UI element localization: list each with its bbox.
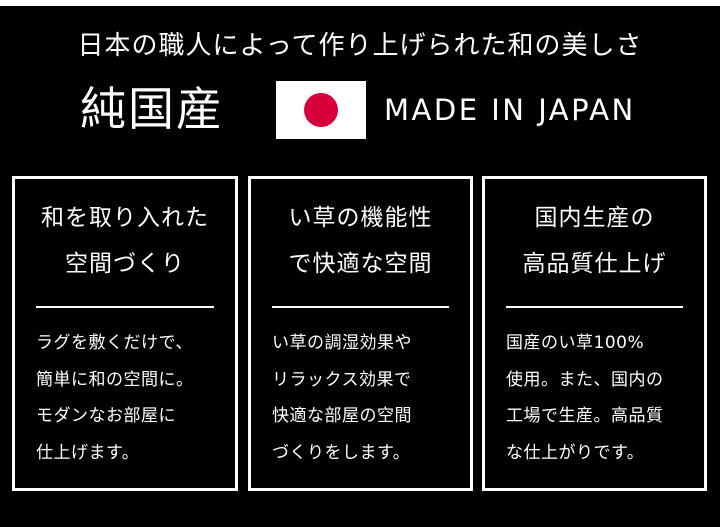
feature-title-line: 和を取り入れた xyxy=(41,205,209,231)
feature-body-line: ラグを敷くだけで、 xyxy=(36,333,193,353)
feature-card-wa-space: 和を取り入れた 空間づくり ラグを敷くだけで、 簡単に和の空間に。 モダンなお部… xyxy=(12,176,238,491)
feature-body-line: い草の調湿効果や xyxy=(272,333,412,353)
made-in-japan-row: 純国産 MADE IN JAPAN xyxy=(0,78,720,142)
feature-title: 国内生産の 高品質仕上げ xyxy=(485,195,704,287)
feature-card-igusa-function: い草の機能性 で快適な空間 い草の調湿効果や リラックス効果で 快適な部屋の空間… xyxy=(248,176,473,491)
feature-title-line: で快適な空間 xyxy=(288,251,433,277)
divider xyxy=(272,306,449,308)
feature-body-line: リラックス効果で xyxy=(272,369,412,390)
feature-body-line: 使用。また、国内の xyxy=(506,369,664,390)
top-border-strip xyxy=(0,0,720,6)
feature-card-domestic-quality: 国内生産の 高品質仕上げ 国産のい草100% 使用。また、国内の 工場で生産。高… xyxy=(482,176,707,491)
divider xyxy=(506,306,683,308)
feature-title-line: 国内生産の xyxy=(534,205,655,231)
feature-body-line: 快適な部屋の空間 xyxy=(272,406,412,426)
feature-body-line: 国産のい草100% xyxy=(506,333,645,353)
feature-title-line: い草の機能性 xyxy=(288,205,433,231)
feature-body: ラグを敷くだけで、 簡単に和の空間に。 モダンなお部屋に 仕上げます。 xyxy=(36,325,229,471)
feature-body-line: モダンなお部屋に xyxy=(36,406,176,426)
page-title: 純国産 xyxy=(80,82,224,136)
divider xyxy=(36,306,214,308)
feature-body: 国産のい草100% 使用。また、国内の 工場で生産。高品質 な仕上がりです。 xyxy=(506,325,698,471)
made-in-japan-label: MADE IN JAPAN xyxy=(384,93,636,127)
feature-title-line: 高品質仕上げ xyxy=(522,251,667,277)
feature-body-line: な仕上がりです。 xyxy=(506,442,645,463)
feature-body-line: 簡単に和の空間に。 xyxy=(36,369,194,390)
feature-body-line: 工場で生産。高品質 xyxy=(506,406,664,426)
japan-flag-icon xyxy=(276,81,366,139)
feature-body-line: 仕上げます。 xyxy=(36,442,140,463)
tagline: 日本の職人によって作り上げられた和の美しさ xyxy=(77,31,643,61)
feature-body-line: づくりをします。 xyxy=(272,442,411,463)
flag-sun-circle xyxy=(304,93,338,127)
feature-title: い草の機能性 で快適な空間 xyxy=(251,195,470,287)
feature-body: い草の調湿効果や リラックス効果で 快適な部屋の空間 づくりをします。 xyxy=(272,325,464,471)
feature-title-line: 空間づくり xyxy=(65,251,185,277)
feature-title: 和を取り入れた 空間づくり xyxy=(15,195,235,287)
